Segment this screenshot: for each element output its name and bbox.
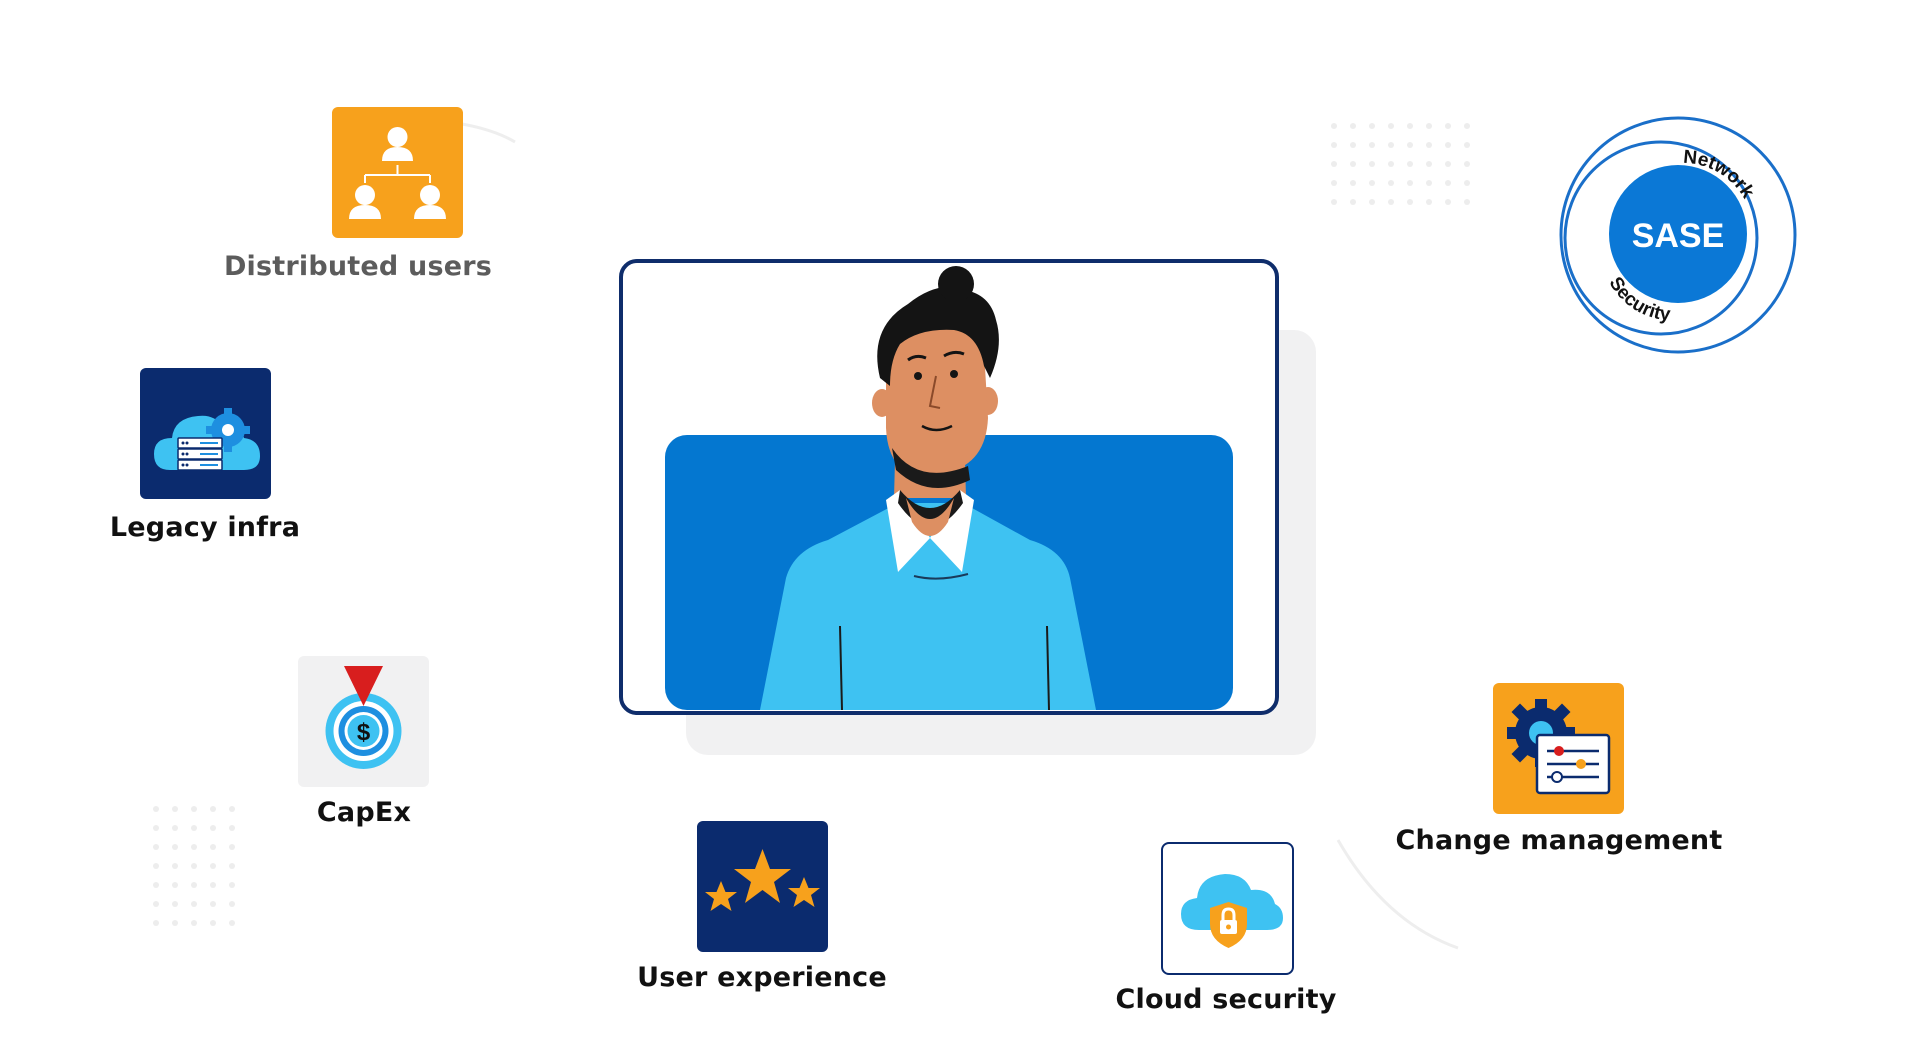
legacy-infra-label: Legacy infra	[109, 512, 301, 543]
three-stars-icon	[705, 849, 820, 911]
svg-text:$: $	[357, 719, 371, 746]
dot-grid-left	[152, 805, 252, 935]
sase-outer-ring	[1559, 116, 1797, 354]
cloud-lock-icon	[1181, 874, 1283, 948]
capex-label: CapEx	[316, 797, 412, 828]
sase-center-circle	[1609, 165, 1747, 303]
user-experience-tile	[697, 821, 828, 952]
person-illustration	[619, 259, 1316, 783]
sase-badge: SASE Network Security	[1553, 110, 1803, 360]
distributed-users-tile	[332, 107, 463, 238]
sase-center-text: SASE	[1632, 217, 1725, 255]
dollar-target-icon: $	[325, 666, 402, 769]
gear-settings-panel-icon	[1507, 699, 1611, 795]
org-chart-users-icon	[349, 127, 446, 219]
cloud-security-tile	[1161, 842, 1294, 975]
distributed-users-label: Distributed users	[223, 251, 493, 282]
legacy-infra-tile	[140, 368, 271, 499]
user-experience-label: User experience	[637, 962, 887, 993]
cloud-security-label: Cloud security	[1115, 984, 1337, 1015]
dot-grid-top	[1330, 122, 1470, 212]
change-management-tile	[1493, 683, 1624, 814]
change-management-label: Change management	[1395, 825, 1723, 856]
cloud-server-gear-icon	[154, 408, 260, 471]
capex-tile: $	[298, 656, 429, 787]
center-card	[618, 258, 1318, 783]
sase-inner-ring	[1563, 140, 1759, 336]
